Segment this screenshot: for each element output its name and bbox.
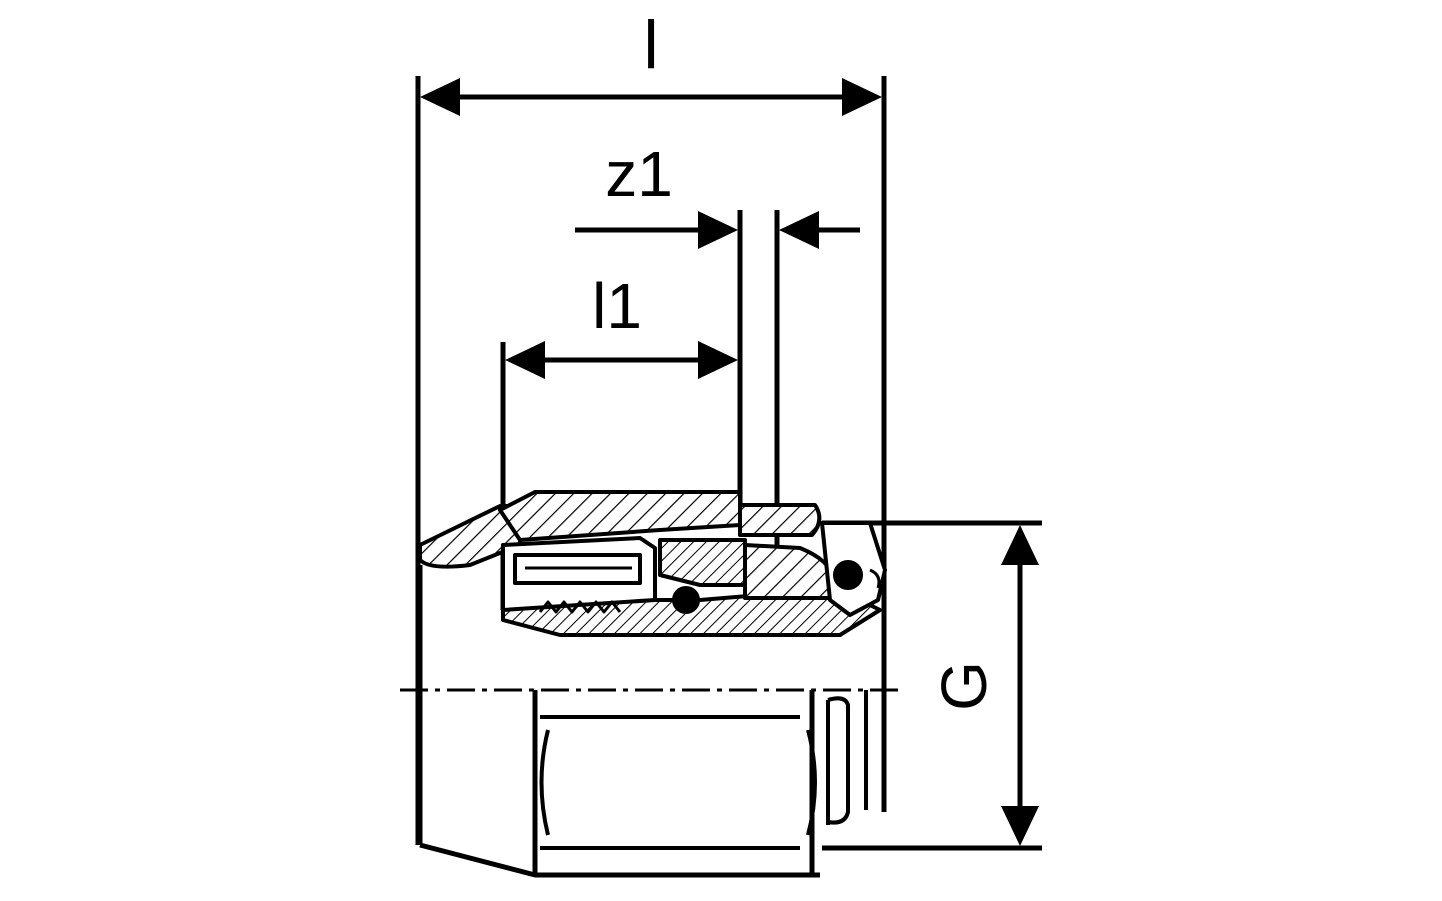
label-l1: l1	[592, 270, 642, 342]
arrowhead-g-bottom	[1001, 806, 1039, 846]
arrowhead-z1-left	[698, 211, 738, 249]
section-cutaway	[418, 490, 887, 637]
outer-sleeve	[498, 490, 742, 542]
label-l: l	[643, 7, 658, 83]
thread-teeth	[538, 600, 622, 614]
arrowhead-z1-right	[779, 211, 819, 249]
arrowhead-l1-left	[505, 341, 545, 379]
label-z1: z1	[605, 138, 673, 210]
thread-stub-inner	[827, 696, 850, 825]
arrowhead-left	[420, 78, 460, 116]
arrowhead-l1-right	[698, 341, 738, 379]
o-ring-right	[833, 560, 863, 590]
arrowhead-right	[842, 78, 882, 116]
arrowhead-g-top	[1001, 525, 1039, 565]
inner-ring	[658, 538, 747, 587]
dimension-z1: z1	[575, 138, 860, 555]
hex-curve-left	[539, 729, 550, 836]
o-ring-left	[672, 586, 700, 614]
label-g: G	[928, 661, 1000, 711]
sleeve-end	[738, 503, 822, 537]
fitting-body	[417, 565, 868, 878]
seal-lip	[869, 568, 881, 589]
